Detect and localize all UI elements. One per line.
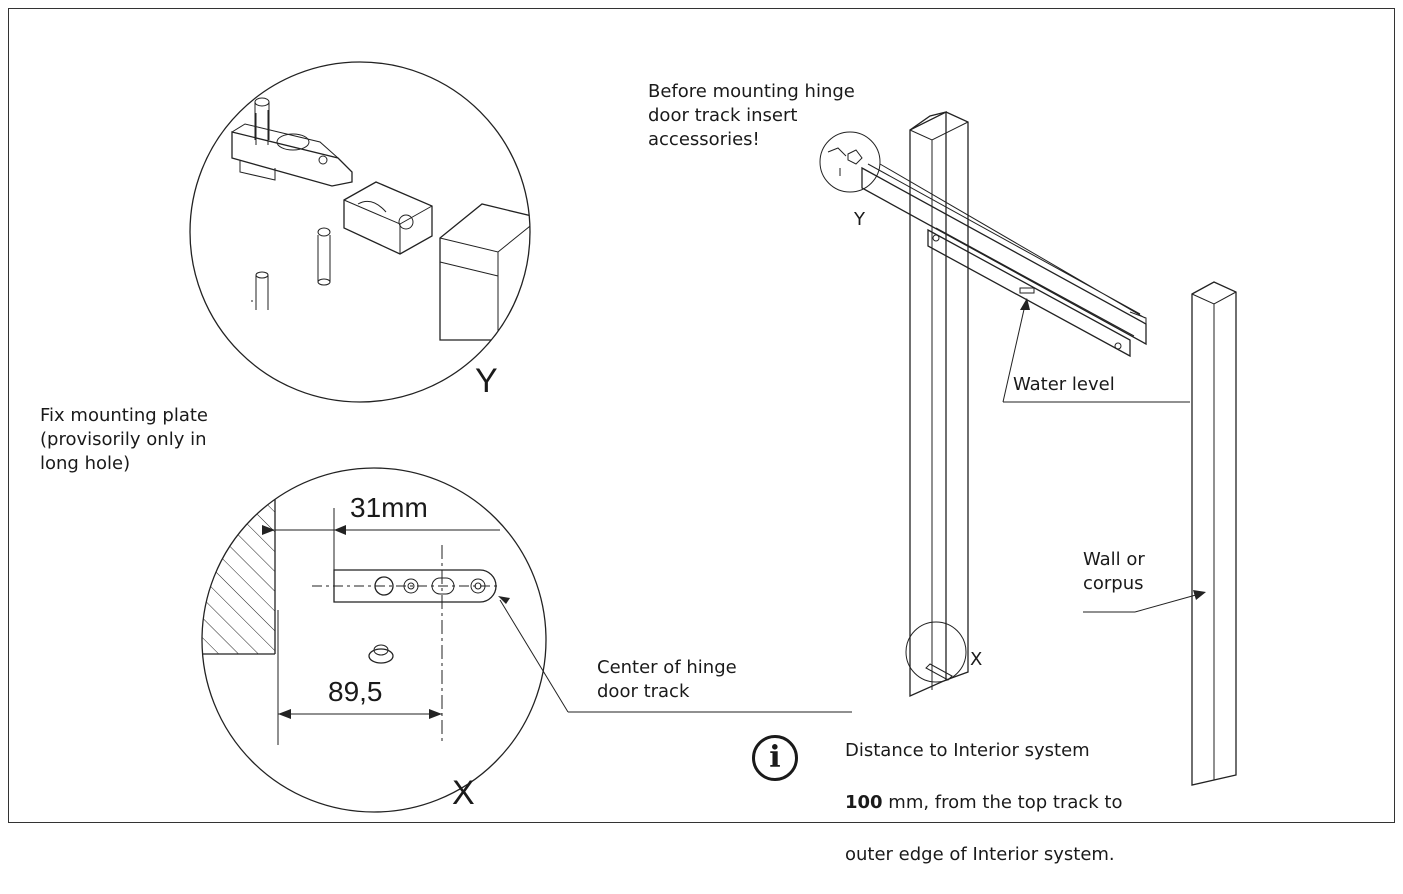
info-unit-text: mm, from the top track to: [882, 792, 1123, 813]
before-mounting-note: Before mounting hinge door track insert …: [648, 81, 855, 150]
info-icon: i: [752, 735, 798, 781]
water-level-label: Water level: [1013, 374, 1115, 395]
info-note: Distance to Interior system 100 mm, from…: [845, 712, 1123, 894]
detail-y-marker: [819, 131, 881, 193]
detail-x-marker: [905, 621, 967, 683]
post-right: [1191, 281, 1237, 786]
info-line-2: 100 mm, from the top track to: [845, 790, 1123, 816]
drawing-frame: [8, 8, 1395, 823]
center-hinge-label: Center of hinge door track: [597, 657, 737, 702]
fix-plate-note: Fix mounting plate (provisorily only in …: [40, 405, 208, 474]
water-level-leader: [1002, 298, 1190, 403]
wall-corpus-label: Wall or corpus: [1083, 549, 1145, 594]
center-hinge-leader: [498, 596, 852, 713]
detail-y-title: Y: [475, 362, 498, 400]
wall-leader: [1083, 590, 1206, 613]
dimension-31mm: 31mm: [350, 492, 428, 523]
dimension-89-5: 89,5: [328, 676, 383, 707]
detail-x-title: X: [452, 774, 475, 812]
info-line-3: outer edge of Interior system.: [845, 844, 1115, 865]
detail-x-small-label: X: [970, 649, 983, 670]
assembly-drawing: [189, 61, 1237, 813]
info-value: 100: [845, 792, 883, 813]
top-track: [861, 163, 1147, 346]
info-line-1: Distance to Interior system: [845, 740, 1090, 761]
water-level-tool: [927, 227, 1135, 358]
detail-y-small-label: Y: [854, 209, 865, 230]
detail-y-view: [189, 61, 531, 403]
